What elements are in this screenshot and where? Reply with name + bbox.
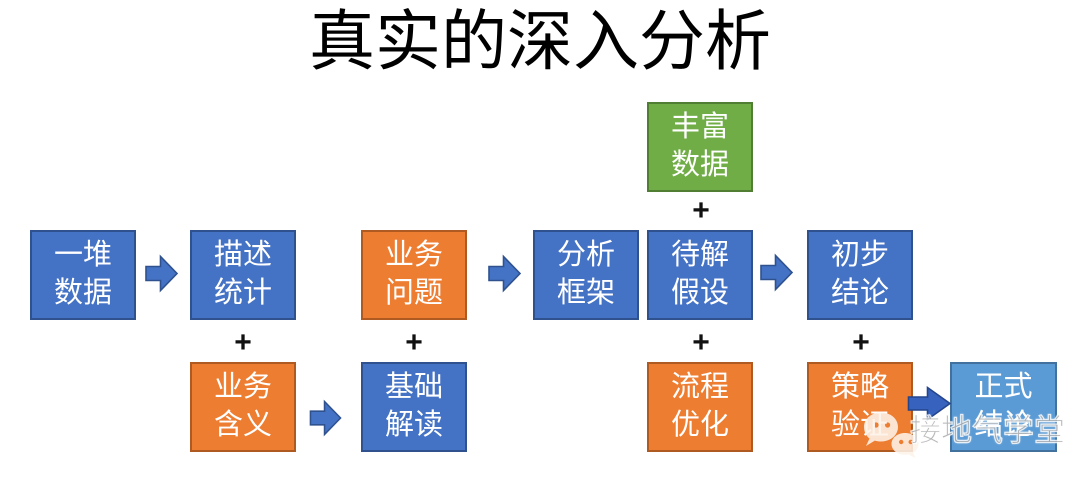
plus-sign: + bbox=[692, 194, 710, 227]
arrow-right-icon bbox=[760, 253, 794, 292]
node-business-problem: 业务 问题 bbox=[361, 230, 467, 320]
arrow-right-icon bbox=[907, 385, 952, 422]
plus-sign: + bbox=[852, 326, 870, 359]
node-rich-data: 丰富 数据 bbox=[647, 102, 753, 192]
arrow-right-icon bbox=[309, 399, 342, 437]
node-basic-interpretation: 基础 解读 bbox=[361, 362, 467, 452]
node-strategy-validation: 策略 验证 bbox=[807, 362, 913, 452]
node-preliminary-conclusion: 初步 结论 bbox=[807, 230, 913, 320]
plus-sign: + bbox=[234, 326, 252, 359]
node-analysis-framework: 分析 框架 bbox=[533, 230, 639, 320]
node-pending-hypothesis: 待解 假设 bbox=[647, 230, 753, 320]
node-business-meaning: 业务 含义 bbox=[190, 362, 296, 452]
plus-sign: + bbox=[405, 326, 423, 359]
diagram-title: 真实的深入分析 bbox=[309, 4, 771, 78]
node-pile-of-data: 一堆 数据 bbox=[30, 230, 136, 320]
node-process-optimization: 流程 优化 bbox=[647, 362, 753, 452]
arrow-right-icon bbox=[488, 254, 522, 293]
plus-sign: + bbox=[692, 326, 710, 359]
arrow-right-icon bbox=[145, 254, 179, 293]
node-formal-conclusion: 正式 结论 bbox=[950, 362, 1057, 452]
node-descriptive-statistics: 描述 统计 bbox=[190, 230, 296, 320]
